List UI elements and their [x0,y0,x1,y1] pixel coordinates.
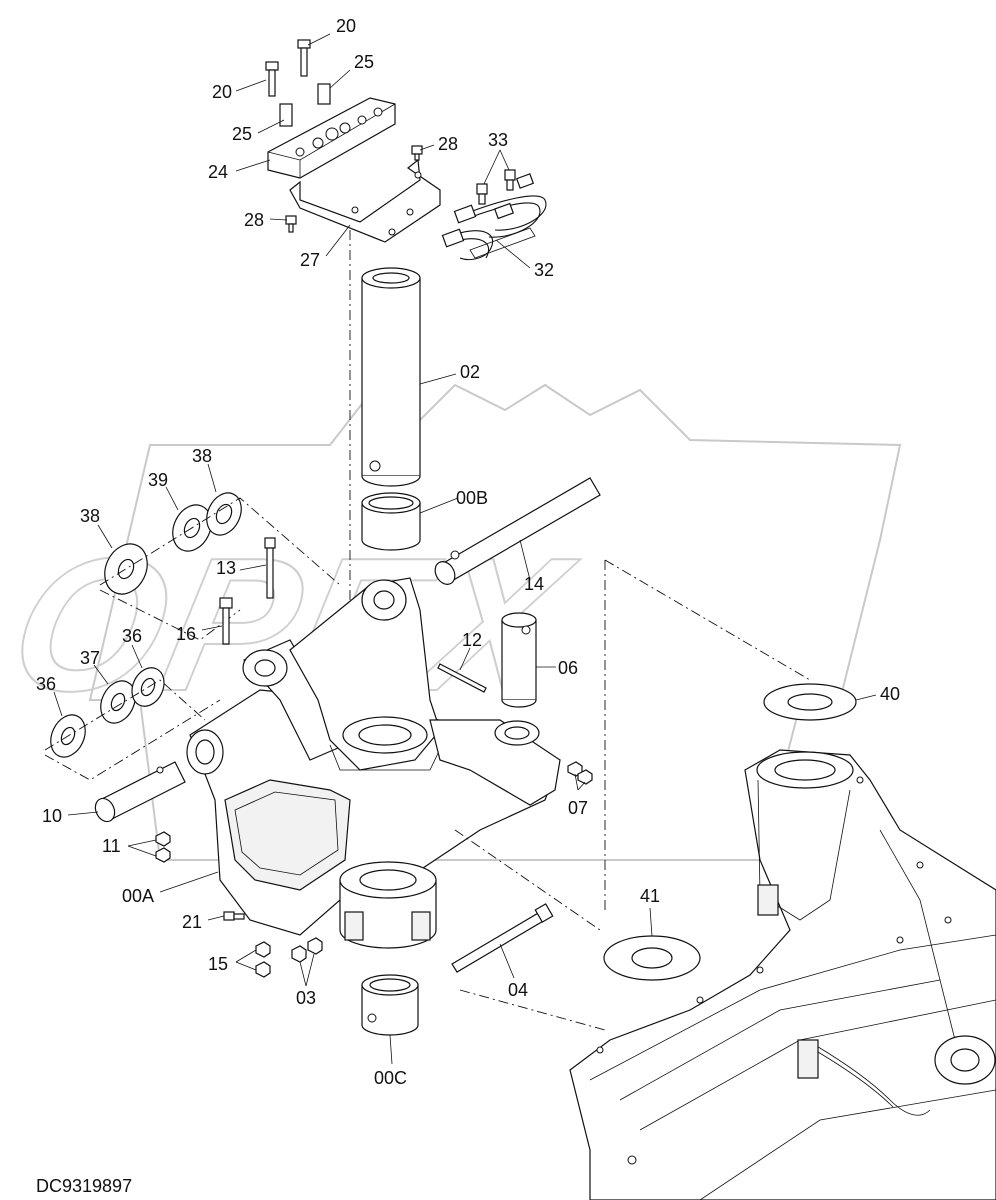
callout-11: 11 [102,836,121,856]
callout-00B: 00B [456,488,488,508]
alignment-guide-right [454,559,811,1031]
washer-guide-lower [44,679,221,781]
callout-28-lower: 28 [244,210,264,230]
callout-06: 06 [558,658,578,678]
callout-16: 16 [176,624,196,644]
washer-38-left [104,543,148,595]
leader-lines [53,33,877,1065]
callout-02: 02 [460,362,480,382]
spacer-25-left [279,103,293,127]
hose-assembly-32 [441,173,547,261]
callout-10: 10 [42,806,62,826]
bolt-13 [264,537,276,599]
nut-15-lower [255,961,271,978]
bolt-20-right [297,39,311,77]
bolt-21 [223,911,245,921]
nut-03-a [291,945,307,963]
callout-20-right: 20 [336,16,356,36]
nut-11-upper [155,831,171,847]
callout-32: 32 [534,260,554,280]
callout-04: 04 [508,980,528,1000]
callout-25-right: 25 [354,52,374,72]
bolt-16 [219,597,233,645]
main-frame [569,749,996,1200]
callout-36-right: 36 [122,626,142,646]
callout-24: 24 [208,162,228,182]
callout-37: 37 [80,648,100,668]
pin-02 [361,267,421,487]
washer-41 [603,935,701,981]
nut-15-upper [255,941,271,958]
bushing-00C [361,974,419,1036]
callout-38-left: 38 [80,506,100,526]
nut-11-lower [155,847,171,863]
callout-07: 07 [568,798,588,818]
callout-20-left: 20 [212,82,232,102]
nut-03-b [307,937,323,955]
nut-07-b [577,769,593,785]
callout-15: 15 [208,954,228,974]
pin-14 [434,477,601,585]
fitting-33-right [504,169,516,191]
callout-38-top: 38 [192,446,212,466]
callout-40: 40 [880,684,900,704]
callout-03: 03 [296,988,316,1008]
rod-04 [451,903,554,973]
drawing-code: DC9319897 [36,1176,132,1196]
bushing-00B [361,492,421,551]
callout-21: 21 [182,912,202,932]
pin-12 [437,663,487,693]
callout-27: 27 [300,250,320,270]
spacer-25-right [317,83,331,105]
callout-14: 14 [524,574,544,594]
callout-28-upper: 28 [438,134,458,154]
pin-10 [94,761,186,823]
callout-36-left: 36 [36,674,56,694]
bolt-28-upper [411,145,423,161]
bolt-20-left [265,61,279,97]
washer-40 [763,683,857,721]
swing-bracket-00A [186,577,561,949]
callout-41: 41 [640,886,660,906]
callout-labels: 20 20 25 25 24 28 28 27 33 32 02 38 39 3… [36,16,900,1088]
callout-12: 12 [462,630,482,650]
bolt-28-lower [285,215,297,233]
cover-plate-24 [267,97,441,243]
callout-33: 33 [488,130,508,150]
callout-13: 13 [216,558,236,578]
washer-38-right [206,492,242,536]
callout-00A: 00A [122,886,154,906]
fitting-33-left [476,183,488,205]
pin-06 [501,612,537,708]
callout-00C: 00C [374,1068,407,1088]
callout-39: 39 [148,470,168,490]
washer-37 [100,680,136,724]
callout-25-left: 25 [232,124,252,144]
